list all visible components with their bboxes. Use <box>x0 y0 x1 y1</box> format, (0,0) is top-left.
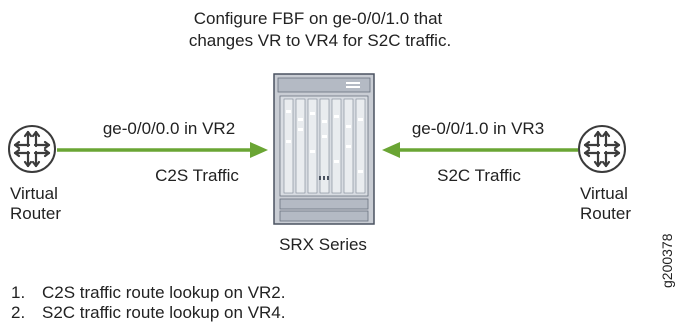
left-router-icon <box>8 125 56 173</box>
s2c-traffic-label: S2C Traffic <box>437 166 521 185</box>
header-line-1: Configure FBF on ge-0/0/1.0 that <box>194 9 443 28</box>
header-line-2: changes VR to VR4 for S2C traffic. <box>189 31 451 50</box>
right-interface-label: ge-0/0/1.0 in VR3 <box>412 119 544 138</box>
figure-id: g200378 <box>659 233 675 288</box>
note-2-number: 2. <box>11 303 25 322</box>
left-router-label-1: Virtual <box>10 184 58 203</box>
note-1-text: C2S traffic route lookup on VR2. <box>42 283 286 302</box>
srx-device-icon <box>273 73 375 225</box>
note-1-number: 1. <box>11 283 25 302</box>
left-interface-label: ge-0/0/0.0 in VR2 <box>103 119 235 138</box>
left-router-label-2: Router <box>10 204 61 223</box>
right-router-label-1: Virtual <box>580 184 628 203</box>
note-2-text: S2C traffic route lookup on VR4. <box>42 303 286 322</box>
right-router-label-2: Router <box>580 204 631 223</box>
device-label: SRX Series <box>279 235 367 254</box>
c2s-traffic-label: C2S Traffic <box>155 166 239 185</box>
right-router-icon <box>578 125 626 173</box>
s2c-arrow <box>382 142 578 158</box>
c2s-arrow <box>57 142 268 158</box>
